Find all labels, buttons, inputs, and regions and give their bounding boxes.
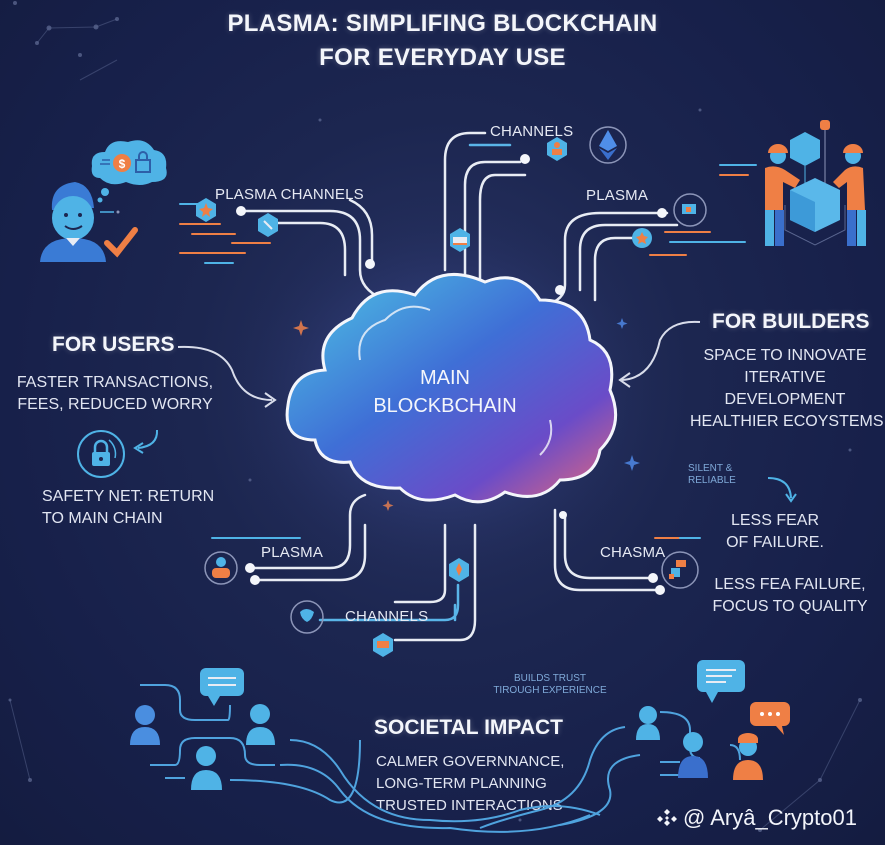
users-benefits: FASTER TRANSACTIONS, FEES, REDUCED WORRY xyxy=(10,372,220,416)
watermark-handle: @ Aryâ_Crypto01 xyxy=(683,805,857,830)
builders-point-4: HEALTHIER ECOYSTEMS xyxy=(690,413,884,430)
note-line-2: RELIABLE xyxy=(688,475,736,486)
societal-point-3: TRUSTED INTERACTIONS xyxy=(376,797,563,814)
builders-point-2: ITERATIVE xyxy=(744,369,826,386)
main-blockchain-label: MAIN BLOCKBCHAIN xyxy=(370,364,520,420)
ethereum-icon xyxy=(589,126,627,164)
builder-box-icon xyxy=(673,193,707,227)
hex-node-flame-icon xyxy=(449,558,469,582)
person-icon xyxy=(678,732,708,778)
builders-point-1: SPACE TO INNOVATE xyxy=(703,347,867,364)
person-icon xyxy=(733,733,763,780)
safety-line-1: SAFETY NET: RETURN xyxy=(42,488,215,505)
hex-node-person-icon xyxy=(547,137,567,161)
padlock-icon xyxy=(135,151,151,173)
channel-label-bottom-left: PLASMA xyxy=(261,544,324,561)
checkmark-icon xyxy=(104,227,138,258)
main-blockchain-line-2: BLOCKBCHAIN xyxy=(373,395,517,417)
societal-point-2: LONG-TERM PLANNING xyxy=(376,775,547,792)
channel-label-bottom-center: CHANNELS xyxy=(345,608,429,625)
hex-node-star-icon xyxy=(196,198,216,222)
societal-points: CALMER GOVERNNANCE, LONG-TERM PLANNING T… xyxy=(376,751,564,817)
dollar-coin-icon: $ xyxy=(100,154,131,172)
user-avatar-icon: $ xyxy=(40,140,167,262)
quality-line-2: FOCUS TO QUALITY xyxy=(712,598,868,615)
person-icon xyxy=(130,705,160,745)
builds-trust-note: BUILDS TRUST TIROUGH EXPERIENCE xyxy=(490,673,610,697)
watermark: @ Aryâ_Crypto01 xyxy=(655,805,857,831)
quality-line-1: LESS FEA FAILURE, xyxy=(714,576,866,593)
svg-text:$: $ xyxy=(119,157,126,171)
channel-label-bottom-right: CHASMA xyxy=(600,544,666,561)
trust-line-1: BUILDS TRUST xyxy=(513,673,587,684)
hex-node-server-icon xyxy=(450,228,470,252)
users-heading: FOR USERS xyxy=(52,333,175,356)
person-icon xyxy=(191,746,222,790)
societal-point-1: CALMER GOVERNNANCE, xyxy=(376,753,565,770)
worker-avatar-icon xyxy=(204,551,238,585)
hex-node-star-icon xyxy=(632,228,652,248)
channel-label-top-center: CHANNELS xyxy=(490,123,574,140)
page-title-line-2: FOR EVERYDAY USE xyxy=(319,44,566,71)
hex-node-tool-icon xyxy=(258,213,278,237)
users-safety-net: SAFETY NET: RETURN TO MAIN CHAIN xyxy=(42,486,214,530)
societal-heading: SOCIETAL IMPACT xyxy=(374,716,563,739)
users-benefit-line-2: FEES, REDUCED WORRY xyxy=(17,396,213,413)
users-benefit-line-1: FASTER TRANSACTIONS, xyxy=(16,374,214,391)
trust-line-2: TIROUGH EXPERIENCE xyxy=(493,685,607,696)
person-icon xyxy=(636,706,660,740)
fear-line-1: LESS FEAR xyxy=(730,512,820,529)
less-fear-text: LESS FEAR OF FAILURE. xyxy=(720,510,830,554)
page-title-line-1: PLASMA: SIMPLIFING BLOCKCHAIN xyxy=(227,10,658,37)
hex-node-folder-icon xyxy=(373,633,393,657)
builders-heading: FOR BUILDERS xyxy=(712,310,870,333)
globe-icon xyxy=(290,600,324,634)
main-blockchain-cloud xyxy=(285,272,618,504)
builders-cube-icon xyxy=(765,120,866,246)
binance-logo-icon xyxy=(657,809,677,826)
chat-bubble-icon xyxy=(697,660,745,703)
silent-reliable-note: SILENT & RELIABLE xyxy=(688,463,736,487)
chart-blocks-icon xyxy=(661,551,699,589)
note-line-1: SILENT & xyxy=(688,463,733,474)
chat-bubble-icon xyxy=(750,702,790,735)
safety-lock-icon xyxy=(77,430,125,478)
channel-label-top-left: PLASMA CHANNELS xyxy=(215,186,364,203)
safety-line-2: TO MAIN CHAIN xyxy=(42,510,163,527)
builders-point-3: DEVELOPMENT xyxy=(724,391,846,408)
main-blockchain-line-1: MAIN xyxy=(420,367,470,389)
builders-points: SPACE TO INNOVATE ITERATIVE DEVELOPMENT … xyxy=(690,345,884,433)
person-icon xyxy=(246,704,275,745)
fear-line-2: OF FAILURE. xyxy=(726,534,824,551)
channel-label-top-right: PLASMA xyxy=(586,187,649,204)
focus-quality-text: LESS FEA FAILURE, FOCUS TO QUALITY xyxy=(705,574,875,618)
chat-bubble-icon xyxy=(200,668,244,706)
